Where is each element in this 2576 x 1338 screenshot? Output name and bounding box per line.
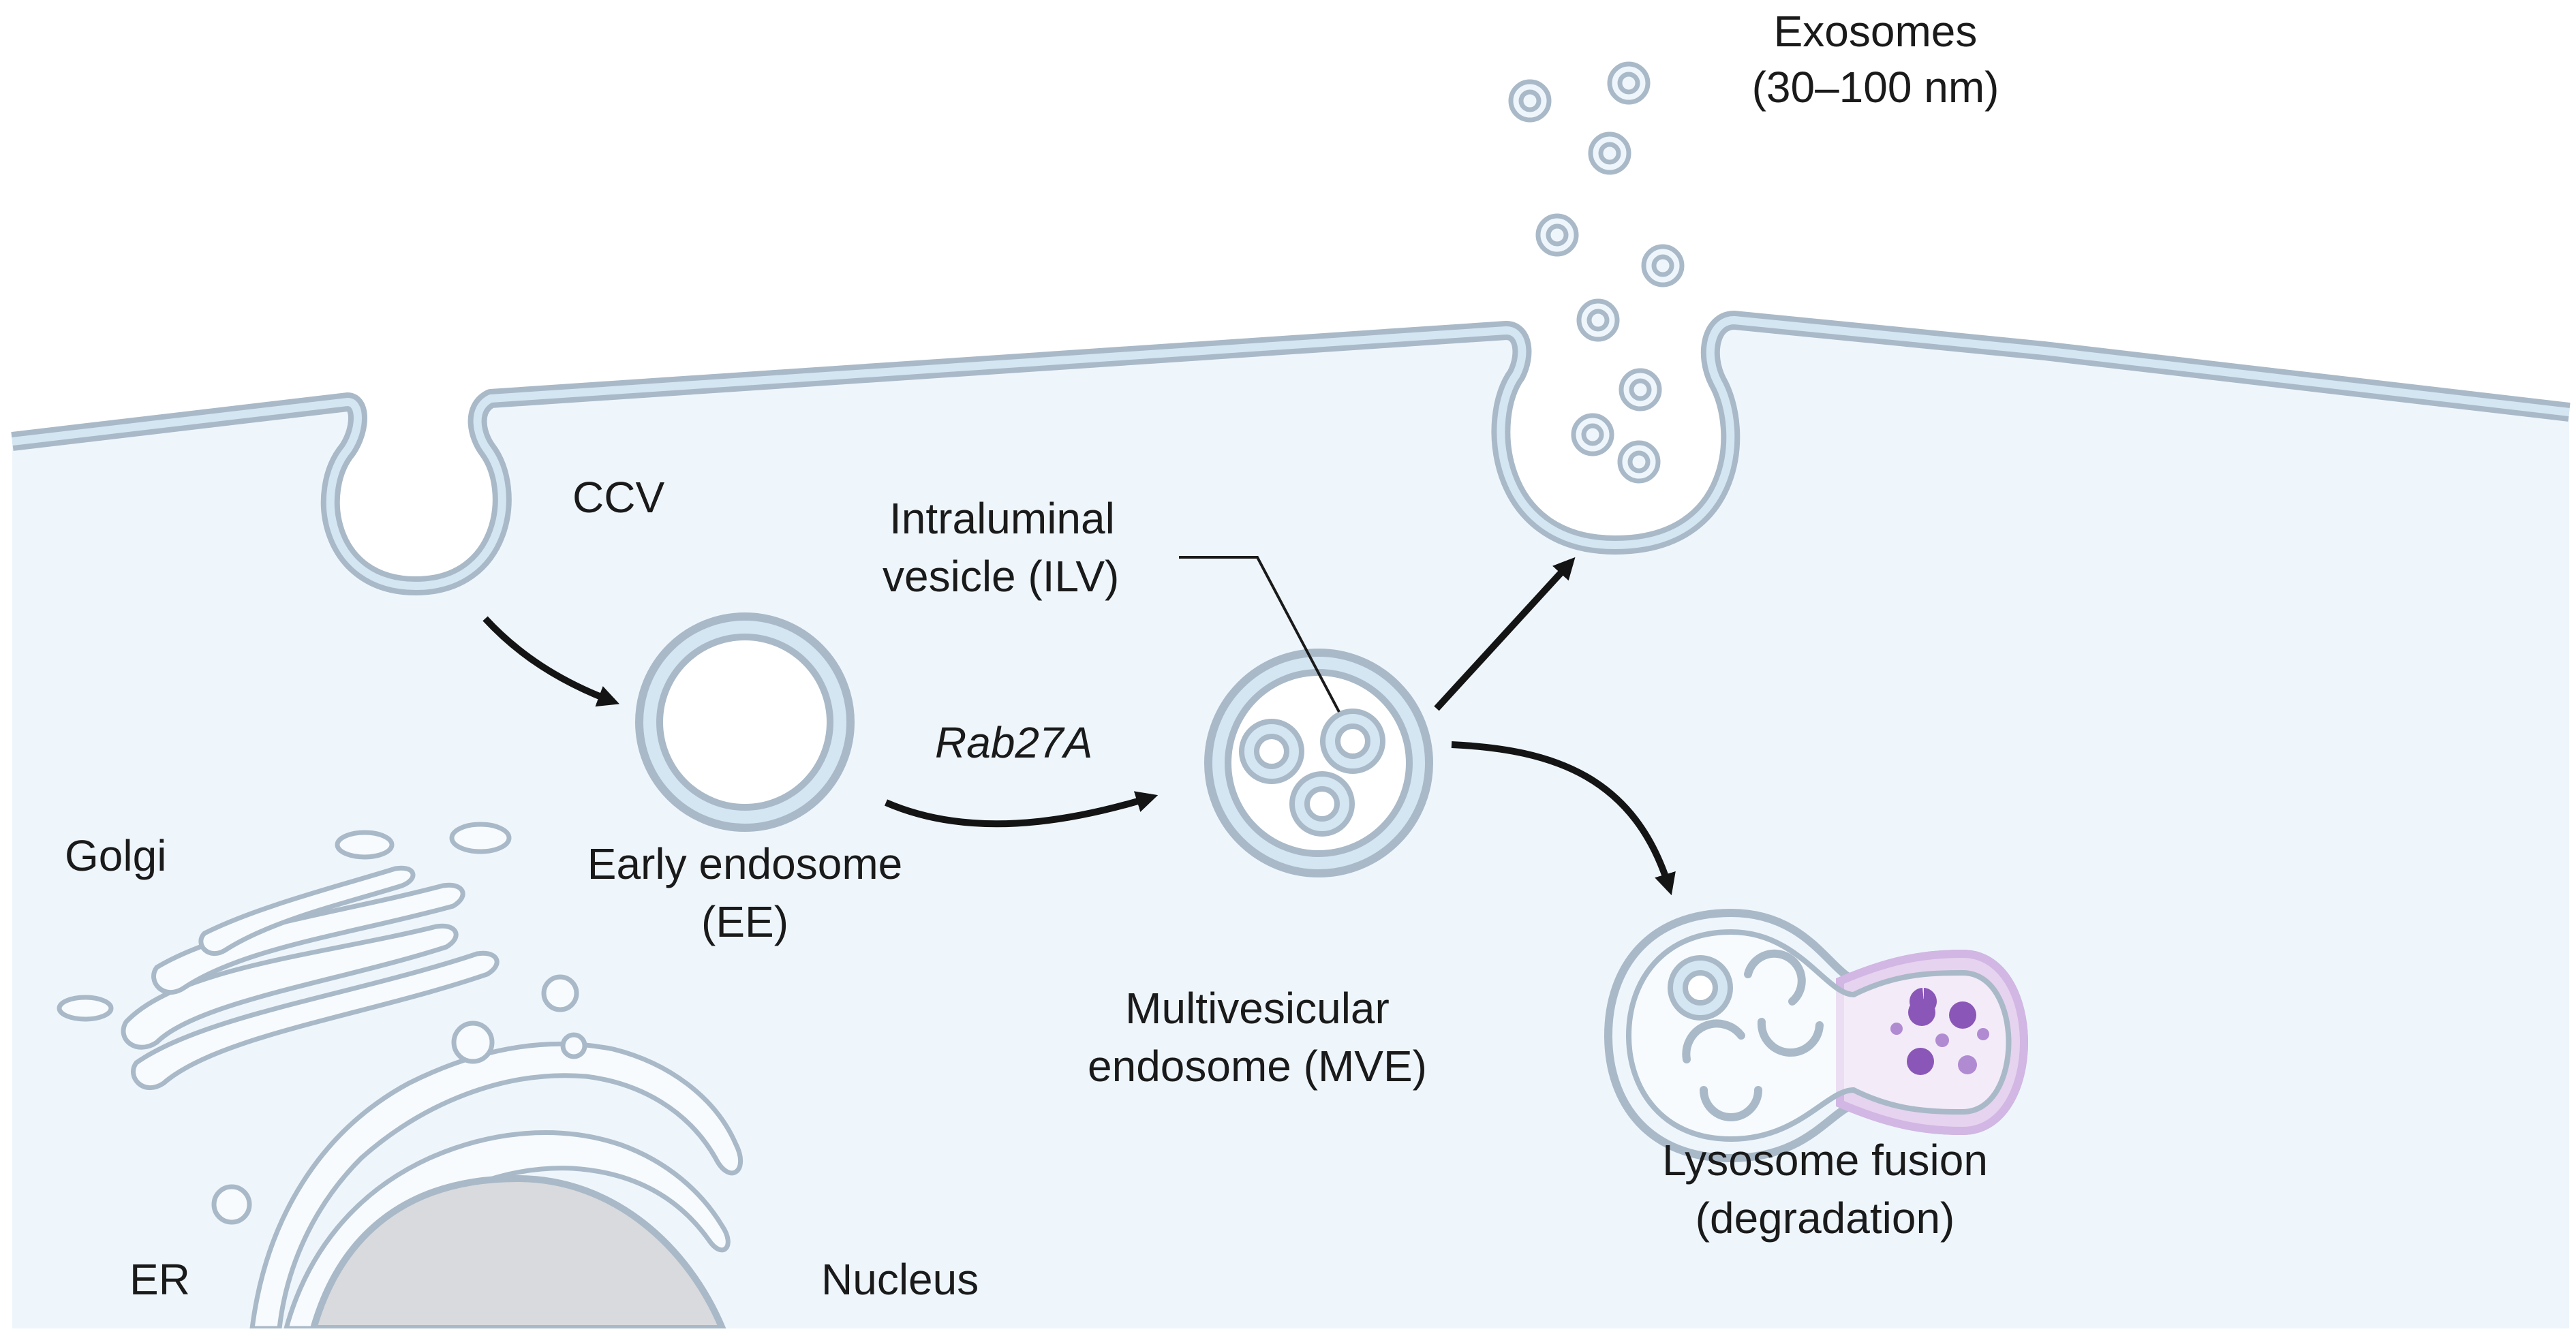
degraded-vesicle-fragments [1682,949,1824,1121]
label-ilv-1: Intraluminal [889,494,1115,543]
exosomes-in-pocket [1571,368,1662,484]
lysosome-fusion [1604,908,2028,1163]
arrow-ccv-to-ee [482,616,619,707]
nucleus [309,1174,726,1328]
label-mve-1: Multivesicular [1125,984,1390,1033]
lysosomal-enzymes [1890,988,1989,1075]
arrow-mve-to-lysosome [1451,741,1676,896]
label-er: ER [129,1255,190,1304]
arrow-ee-to-mve [885,791,1159,828]
label-nucleus: Nucleus [821,1255,979,1304]
golgi [57,822,512,1090]
pathway-arrows [482,557,1676,896]
label-exosomes-1: Exosomes [1774,7,1978,56]
ilv-pointer-line [1179,556,1340,713]
label-lysosome-2: (degradation) [1696,1194,1955,1243]
early-endosome [635,612,855,832]
label-golgi: Golgi [65,831,166,880]
label-ilv-2: vesicle (ILV) [883,552,1119,601]
label-lysosome-1: Lysosome fusion [1662,1136,1988,1185]
arrow-mve-to-exosome [1434,557,1576,711]
intraluminal-vesicles [1239,709,1385,837]
exosomes-released [1508,61,1685,342]
label-ccv: CCV [572,473,664,522]
label-exosomes-2: (30–100 nm) [1752,63,1999,112]
label-early-endosome-1: Early endosome [587,839,902,888]
plasma-membrane [11,311,2571,595]
multivesicular-endosome [1204,649,1433,877]
label-rab27a: Rab27A [935,718,1092,767]
label-mve-2: endosome (MVE) [1088,1042,1427,1091]
label-early-endosome-2: (EE) [701,897,788,946]
